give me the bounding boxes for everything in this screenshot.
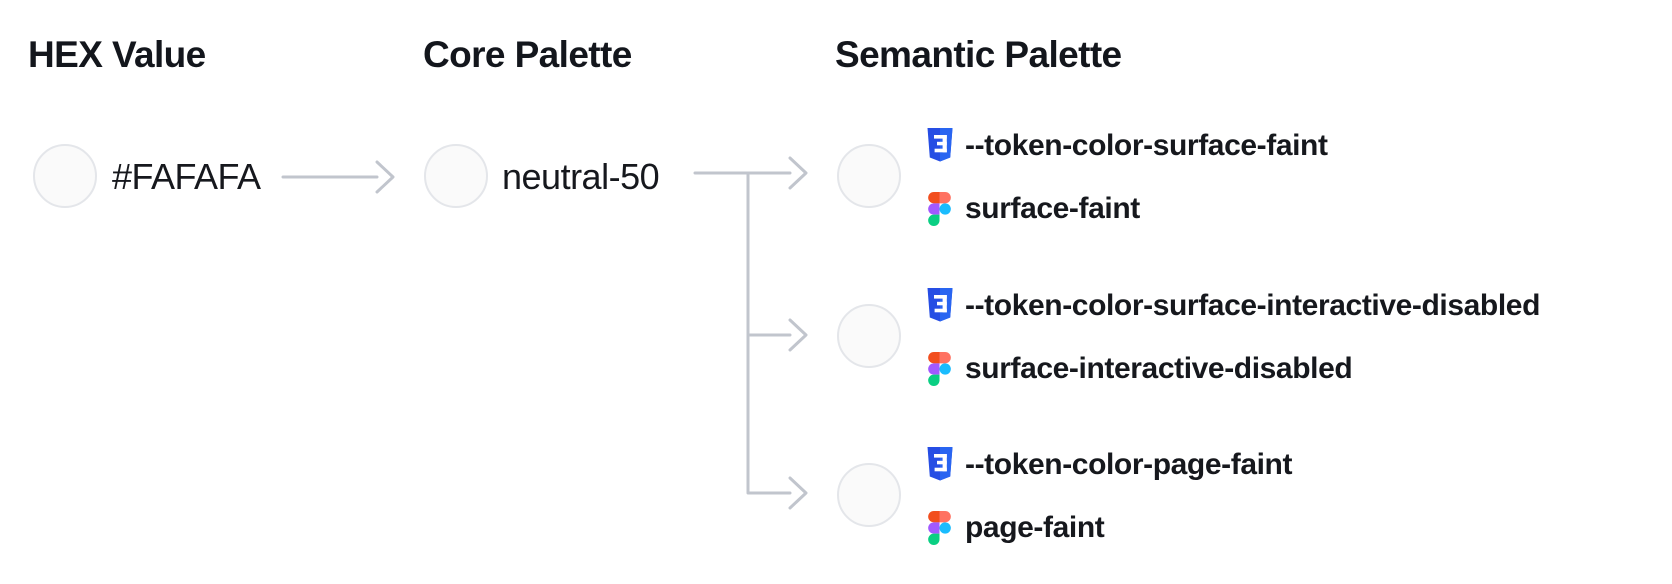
hex-value-heading: HEX Value [28, 34, 206, 75]
figma-logo-icon [928, 192, 951, 226]
figma-logo-icon [928, 352, 951, 386]
css-variable-label: --token-color-surface-faint [965, 129, 1328, 162]
figma-logo-icon [928, 511, 951, 545]
semantic-palette-heading: Semantic Palette [835, 34, 1122, 75]
arrow-hex-to-core-head [375, 160, 395, 194]
semantic-token-row: --token-color-surface-faint surface-fain… [837, 128, 1672, 226]
figma-token-label: surface-interactive-disabled [965, 352, 1353, 385]
semantic-token-row: --token-color-surface-interactive-disabl… [837, 288, 1672, 386]
css-logo-icon [927, 447, 953, 481]
semantic-color-swatch [837, 304, 901, 368]
semantic-color-swatch [837, 144, 901, 208]
semantic-color-swatch [837, 463, 901, 527]
core-token-label: neutral-50 [502, 156, 660, 197]
arrow-branch-to-sem2-head [788, 318, 808, 352]
hex-color-swatch [33, 144, 97, 208]
semantic-token-row: --token-color-page-faint page-faint [837, 447, 1672, 545]
arrow-branch-to-sem3-head [788, 476, 808, 510]
figma-token-label: page-faint [965, 511, 1105, 544]
branch-trunk [746, 171, 792, 495]
figma-token-label: surface-faint [965, 192, 1140, 225]
css-variable-label: --token-color-page-faint [965, 448, 1293, 481]
css-logo-icon [927, 128, 953, 162]
hex-value-label: #FAFAFA [112, 156, 261, 197]
arrow-core-to-sem1-head [788, 156, 808, 190]
css-logo-icon [927, 288, 953, 322]
css-variable-label: --token-color-surface-interactive-disabl… [965, 289, 1540, 322]
core-palette-heading: Core Palette [423, 34, 632, 75]
core-color-swatch [424, 144, 488, 208]
